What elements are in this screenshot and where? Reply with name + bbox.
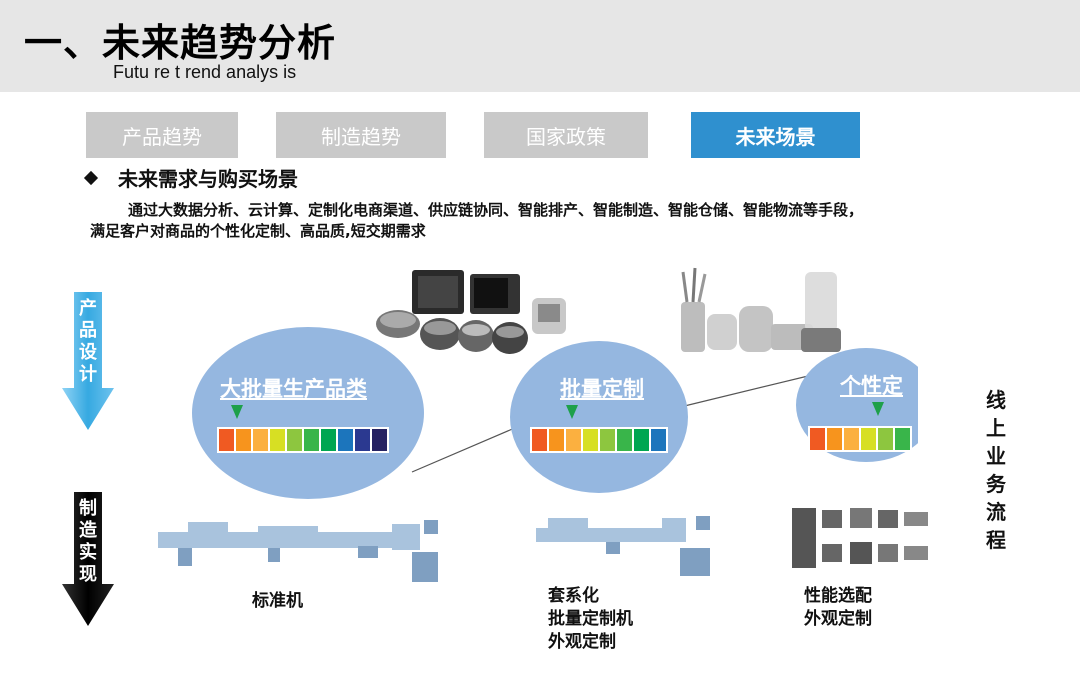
personalized-color-bar <box>808 426 912 452</box>
page-subtitle: Futu re t rend analys is <box>113 62 297 82</box>
color-swatch <box>321 429 336 451</box>
product-design-label: 产品设计 <box>79 298 97 385</box>
color-swatch <box>600 429 615 451</box>
batch-caption-line-3: 外观定制 <box>548 632 616 652</box>
color-swatch <box>566 429 581 451</box>
color-swatch <box>878 428 893 450</box>
color-swatch <box>634 429 649 451</box>
modular-machines-image <box>790 504 936 574</box>
batch-caption-line-2: 批量定制机 <box>548 609 633 629</box>
color-swatch <box>651 429 666 451</box>
color-swatch <box>355 429 370 451</box>
marker-triangle-icon <box>566 405 578 419</box>
batch-custom-circle <box>510 341 688 493</box>
batch-custom-color-bar <box>530 427 668 453</box>
description-line-2: 满足客户对商品的个性化定制、高品质,短交期需求 <box>90 222 426 240</box>
description-line-1: 通过大数据分析、云计算、定制化电商渠道、供应链协同、智能排产、智能制造、智能仓储… <box>128 201 864 219</box>
marker-triangle-icon <box>231 405 243 419</box>
manufacturing-arrow <box>62 492 114 626</box>
color-swatch <box>253 429 268 451</box>
color-swatch <box>549 429 564 451</box>
color-swatch <box>338 429 353 451</box>
mass-production-circle <box>192 327 424 499</box>
color-swatch <box>287 429 302 451</box>
tab-national-policy[interactable]: 国家政策 <box>484 112 648 158</box>
section-heading: 未来需求与购买场景 <box>83 163 298 192</box>
small-appliances-image <box>681 267 841 352</box>
color-swatch <box>827 428 842 450</box>
personalized-circle-clip: 个性定 <box>796 348 918 464</box>
color-swatch <box>372 429 387 451</box>
mass-production-color-bar <box>217 427 389 453</box>
batch-caption-line-1: 套系化 <box>548 586 599 606</box>
color-swatch <box>270 429 285 451</box>
header-bar: 一、未来趋势分析 Futu re t rend analys is <box>0 0 1080 92</box>
color-swatch <box>810 428 825 450</box>
batch-caption: 套系化 批量定制机 外观定制 <box>548 585 633 654</box>
batch-custom-line-image <box>536 516 714 578</box>
color-swatch <box>861 428 876 450</box>
batch-custom-label: 批量定制 <box>560 377 644 401</box>
color-swatch <box>532 429 547 451</box>
custom-caption: 性能选配 外观定制 <box>804 585 872 631</box>
color-swatch <box>617 429 632 451</box>
kitchen-appliances-image <box>376 270 566 354</box>
online-business-process-label: 线上业务流程 <box>986 388 1006 552</box>
color-swatch <box>236 429 251 451</box>
marker-triangle-icon <box>872 402 884 416</box>
section-description: 通过大数据分析、云计算、定制化电商渠道、供应链协同、智能排产、智能制造、智能仓储… <box>90 200 1050 242</box>
tab-manufacturing-trend[interactable]: 制造趋势 <box>276 112 446 158</box>
color-swatch <box>219 429 234 451</box>
page-title: 一、未来趋势分析 <box>24 21 337 65</box>
color-swatch <box>844 428 859 450</box>
tab-future-scenario[interactable]: 未来场景 <box>691 112 860 158</box>
personalized-label: 个性定 <box>840 374 903 398</box>
tab-product-trend[interactable]: 产品趋势 <box>86 112 238 158</box>
product-design-arrow <box>62 292 114 430</box>
section-heading-text: 未来需求与购买场景 <box>118 167 298 191</box>
standard-machine-caption: 标准机 <box>252 591 303 611</box>
color-swatch <box>895 428 910 450</box>
custom-caption-line-2: 外观定制 <box>804 609 872 629</box>
manufacturing-label: 制造实现 <box>79 498 97 585</box>
custom-caption-line-1: 性能选配 <box>804 586 872 606</box>
mass-production-label: 大批量生产品类 <box>220 377 367 401</box>
color-swatch <box>583 429 598 451</box>
color-swatch <box>304 429 319 451</box>
standard-production-line-image <box>158 518 440 586</box>
